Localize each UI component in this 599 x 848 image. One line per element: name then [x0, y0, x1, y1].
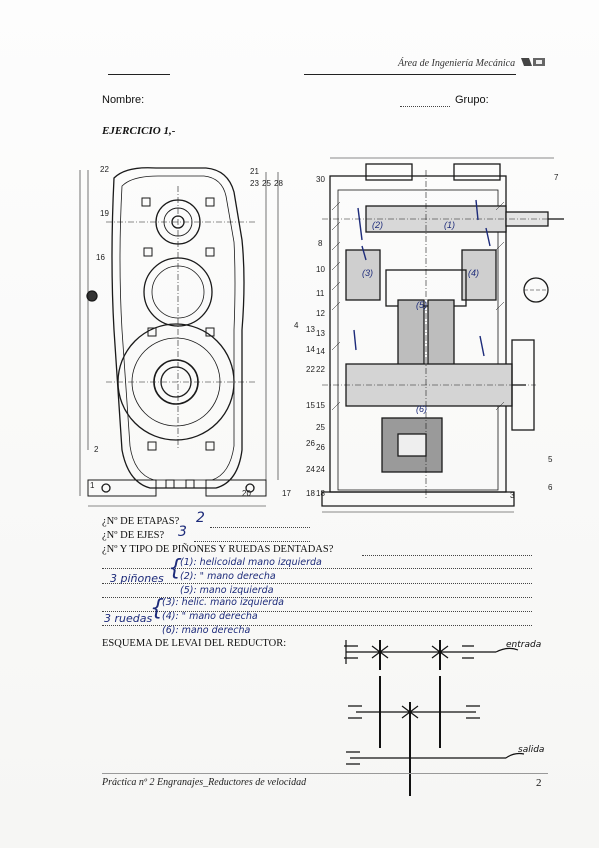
- gear-mark-1: (1): [444, 220, 455, 230]
- department-title: Área de Ingeniería Mecánica: [398, 58, 516, 69]
- gear-reducer-drawing: 22 19 16 2 1 21 23 25 28 4 13 14 22 15 2…: [79, 157, 564, 513]
- answer-line-1: [102, 568, 532, 569]
- callout-right-2: 10: [316, 265, 325, 274]
- callout-mid-4: 4: [294, 321, 299, 330]
- pinion-1: (1): helicoidal mano izquierda: [180, 557, 322, 568]
- gear-mark-5: (5): [416, 300, 427, 310]
- name-label: Nombre:: [102, 94, 145, 106]
- callout-mid-9: 24: [306, 465, 315, 474]
- callout-right-16: 6: [548, 483, 553, 492]
- callout-mid-10: 26: [306, 439, 315, 448]
- wheels-brace: {: [150, 596, 164, 621]
- header-rule-left: [108, 74, 170, 75]
- callout-mid-0: 21: [250, 167, 259, 176]
- gear-mark-4: (4): [468, 268, 479, 278]
- shafts-answer: 3: [178, 524, 187, 540]
- gears-dotline: [362, 555, 532, 556]
- callout-right-12: 18: [316, 489, 325, 498]
- wheel-2: (4): " mano derecha: [162, 611, 258, 622]
- wheel-1: (3): helic. mano izquierda: [162, 597, 284, 608]
- callout-mid-2: 25: [262, 179, 271, 188]
- callout-left-4: 1: [90, 481, 95, 490]
- answer-line-5: [102, 625, 532, 626]
- page-number: 2: [536, 777, 542, 789]
- callout-left-0: 22: [100, 165, 109, 174]
- footer-text: Práctica nº 2 Engranajes_Reductores de v…: [102, 777, 307, 788]
- callout-right-14: 3: [510, 491, 515, 500]
- group-label: Grupo:: [455, 94, 489, 106]
- reducer-schema-drawing: [344, 640, 525, 796]
- callout-right-13: 7: [554, 173, 559, 182]
- shafts-dotline: [194, 541, 310, 542]
- callout-right-4: 12: [316, 309, 325, 318]
- answer-line-2: [102, 583, 532, 584]
- callout-mid-6: 14: [306, 345, 315, 354]
- callout-right-8: 15: [316, 401, 325, 410]
- wheel-3: (6): mano derecha: [162, 625, 251, 636]
- pinions-group: 3 piñones: [110, 572, 164, 585]
- callout-right-5: 13: [316, 329, 325, 338]
- answer-line-3: [102, 597, 532, 598]
- callout-right-1: 8: [318, 239, 323, 248]
- callout-left-3: 2: [94, 445, 99, 454]
- stages-dotline: [210, 527, 310, 528]
- shafts-question: ¿Nº DE EJES?: [102, 530, 165, 541]
- exercise-title: EJERCICIO 1,-: [102, 125, 176, 137]
- name-field-line: [400, 106, 450, 107]
- callout-mid-1: 23: [250, 179, 259, 188]
- stages-question: ¿Nº DE ETAPAS?: [102, 516, 180, 527]
- footer-rule: [102, 773, 548, 774]
- stages-answer: 2: [196, 510, 205, 526]
- schema-input-label: entrada: [506, 640, 542, 650]
- callout-right-15: 5: [548, 455, 553, 464]
- gear-mark-3: (3): [362, 268, 373, 278]
- gears-question: ¿Nº Y TIPO DE PIÑONES Y RUEDAS DENTADAS?: [102, 544, 334, 555]
- callout-right-9: 25: [316, 423, 325, 432]
- callout-right-6: 14: [316, 347, 325, 356]
- gear-mark-6: (6): [416, 404, 427, 414]
- callout-right-10: 26: [316, 443, 325, 452]
- pinion-3: (5): mano izquierda: [180, 585, 274, 596]
- schema-title: ESQUEMA DE LEVAI DEL REDUCTOR:: [102, 638, 287, 649]
- callout-right-3: 11: [316, 289, 325, 298]
- callout-mid-3: 28: [274, 179, 283, 188]
- callout-right-11: 24: [316, 465, 325, 474]
- header-rule-right: [304, 74, 516, 75]
- schema-output-label: salida: [518, 745, 545, 755]
- callout-left-2: 16: [96, 253, 105, 262]
- callout-mid-8: 15: [306, 401, 315, 410]
- callout-mid-11: 18: [306, 489, 315, 498]
- callout-mid-13: 20: [242, 489, 251, 498]
- callout-mid-7: 22: [306, 365, 315, 374]
- callout-right-7: 22: [316, 365, 325, 374]
- callout-right-0: 30: [316, 175, 325, 184]
- wheels-group: 3 ruedas: [104, 612, 153, 625]
- pinions-brace: {: [168, 556, 182, 581]
- answer-line-4: [102, 611, 532, 612]
- callout-left-1: 19: [100, 209, 109, 218]
- callout-mid-12: 17: [282, 489, 291, 498]
- university-logo-icon: [521, 58, 545, 66]
- gear-mark-2: (2): [372, 220, 383, 230]
- callout-mid-5: 13: [306, 325, 315, 334]
- pinion-2: (2): " mano derecha: [180, 571, 276, 582]
